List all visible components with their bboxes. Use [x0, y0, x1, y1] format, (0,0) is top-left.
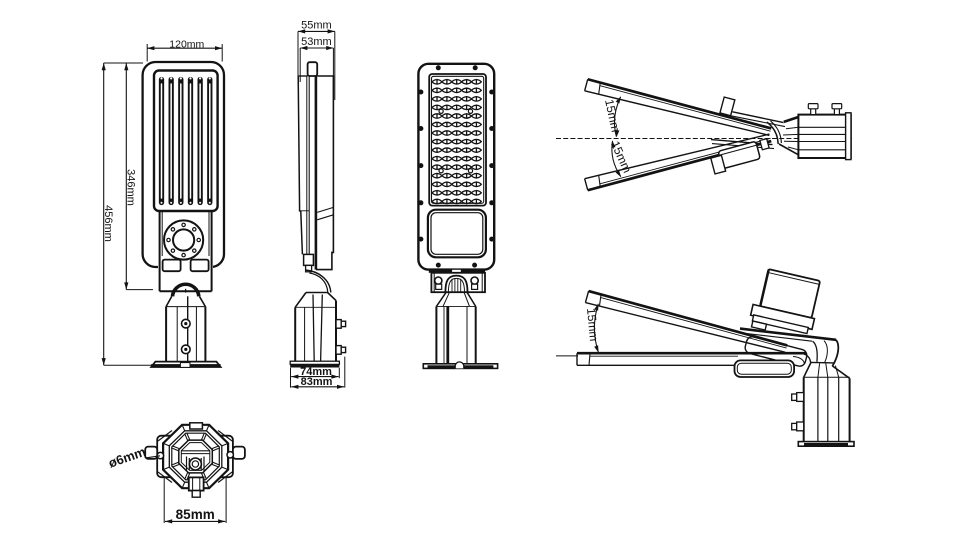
- svg-text:74mm: 74mm: [300, 366, 332, 378]
- svg-text:83mm: 83mm: [301, 376, 333, 388]
- svg-text:85mm: 85mm: [176, 507, 215, 522]
- svg-text:120mm: 120mm: [169, 39, 204, 51]
- svg-text:15mm: 15mm: [584, 307, 601, 341]
- svg-text:55mm: 55mm: [301, 19, 332, 31]
- svg-text:456mm: 456mm: [102, 205, 114, 242]
- svg-text:346mm: 346mm: [125, 169, 137, 206]
- svg-text:53mm: 53mm: [301, 36, 332, 48]
- svg-text:15mm: 15mm: [602, 98, 623, 134]
